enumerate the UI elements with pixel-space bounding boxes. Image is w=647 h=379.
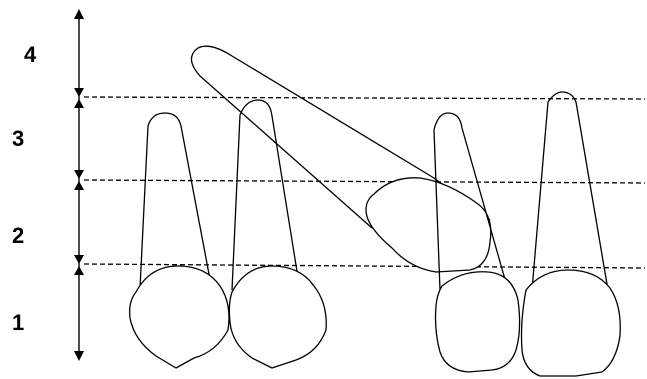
zone-label-1: 1 [12, 310, 24, 335]
tooth-2 [228, 99, 327, 369]
arrowhead-divider-3a [74, 255, 84, 264]
zone-arrows [74, 9, 84, 361]
tooth-3-root [433, 112, 509, 291]
tooth-1-crown [128, 265, 230, 369]
arrowhead-top [74, 9, 84, 19]
teeth [128, 45, 621, 377]
boundary-line-top [83, 96, 646, 100]
arrowhead-divider-2a [74, 170, 84, 179]
boundary-line-bottom [83, 263, 646, 269]
arrowhead-divider-1b [74, 99, 84, 108]
tooth-tilted-crown [365, 177, 492, 273]
zone-boundaries [83, 96, 646, 269]
tooth-tilted-root [190, 45, 491, 229]
boundary-line-middle [83, 179, 646, 184]
tooth-1 [128, 112, 230, 369]
zone-label-4: 4 [24, 42, 37, 67]
tooth-2-crown [228, 265, 327, 369]
tooth-4-crown [520, 269, 621, 377]
zone-label-3: 3 [12, 126, 24, 151]
tooth-3 [433, 112, 521, 373]
tooth-2-root [231, 99, 301, 291]
tooth-tilted [190, 45, 492, 273]
arrowhead-divider-3b [74, 266, 84, 275]
arrowhead-bottom [74, 351, 84, 361]
arrowhead-divider-1a [74, 88, 84, 97]
arrowhead-divider-2b [74, 181, 84, 190]
tooth-3-crown [434, 271, 521, 373]
zone-label-2: 2 [12, 223, 24, 248]
tooth-4-root [531, 91, 609, 291]
tooth-1-root [139, 112, 213, 291]
tooth-4 [520, 91, 621, 377]
